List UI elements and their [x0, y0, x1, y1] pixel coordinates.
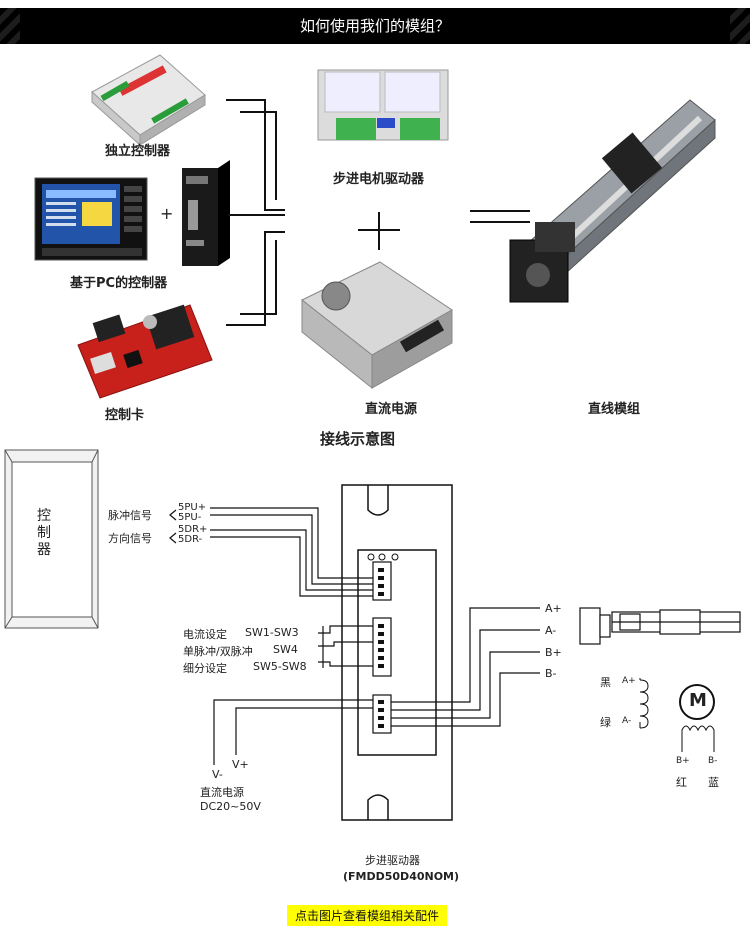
industrial-pc-image: [182, 160, 230, 266]
power-vminus: V-: [212, 768, 223, 781]
setting-current-switch: SW1-SW3: [245, 626, 299, 639]
coil-red: 红: [676, 776, 687, 789]
plus-sign: [358, 212, 400, 250]
accessories-link[interactable]: 点击图片查看模组相关配件: [287, 905, 448, 926]
standalone-controller-image: [91, 54, 206, 147]
power-range: DC20~50V: [200, 800, 261, 813]
connector-lines: [226, 99, 285, 326]
linear-module-image: [509, 99, 716, 303]
setting-current-label: 电流设定: [183, 628, 227, 641]
coil-blue: 蓝: [708, 776, 719, 789]
motor-pin-a-minus: A-: [545, 624, 557, 637]
components-illustration: +: [34, 54, 716, 399]
label-linear-module: 直线模组: [588, 402, 641, 417]
pulse-signal-label: 脉冲信号: [108, 509, 152, 522]
wiring-diagram: [4, 449, 741, 821]
pc-controller-screen-image: [34, 177, 148, 261]
power-label: 直流电源: [200, 786, 244, 799]
label-pc-controller: 基于PC的控制器: [70, 276, 168, 291]
power-supply-image: [301, 261, 453, 390]
direction-signal-label: 方向信号: [108, 532, 152, 545]
coil-b-minus: B-: [708, 756, 718, 766]
power-vplus: V+: [232, 758, 249, 771]
setting-microstep-switch: SW5-SW8: [253, 660, 307, 673]
driver-body: [341, 484, 453, 821]
pin-pu-plus: 5PU+: [178, 502, 207, 513]
setting-pulse-mode-switch: SW4: [273, 643, 298, 656]
pin-dr-minus: 5DR-: [178, 534, 203, 545]
driver-name: 步进驱动器: [365, 854, 420, 867]
wiring-title: 接线示意图: [320, 430, 396, 448]
pin-pu-minus: 5PU-: [178, 512, 202, 523]
coil-black: 黑: [600, 676, 611, 689]
header-banner: 如何使用我们的模组？: [0, 8, 750, 44]
stepper-driver-image: [317, 69, 449, 141]
controller-label: 控制器: [37, 508, 51, 558]
motor-rail-image: [579, 607, 741, 645]
control-card-image: [77, 304, 213, 399]
setting-microstep-label: 细分设定: [183, 662, 227, 675]
motor-symbol: M: [689, 690, 707, 711]
power-motor-connector: [372, 694, 392, 734]
driver-model: (FMDD50D40NOM): [343, 870, 460, 883]
label-standalone-controller: 独立控制器: [105, 144, 171, 159]
setting-pulse-mode-label: 单脉冲/双脉冲: [183, 645, 253, 658]
motor-pin-b-minus: B-: [545, 667, 557, 680]
coil-a-minus: A-: [622, 716, 632, 726]
controller-box: [4, 449, 99, 629]
signal-connector: [372, 561, 392, 601]
pc-plus-symbol: +: [160, 204, 173, 223]
label-control-card: 控制卡: [105, 408, 145, 423]
coil-a-plus: A+: [622, 676, 636, 686]
label-dc-power: 直流电源: [365, 402, 418, 417]
equals-sign: [470, 210, 530, 223]
motor-pin-b-plus: B+: [545, 646, 562, 659]
switch-block: [372, 617, 392, 677]
coil-b-plus: B+: [676, 756, 690, 766]
label-stepper-driver: 步进电机驱动器: [333, 172, 425, 187]
coil-green: 绿: [600, 716, 611, 729]
motor-pin-a-plus: A+: [545, 602, 562, 615]
header-title: 如何使用我们的模组？: [20, 8, 730, 44]
pin-dr-plus: 5DR+: [178, 524, 208, 535]
